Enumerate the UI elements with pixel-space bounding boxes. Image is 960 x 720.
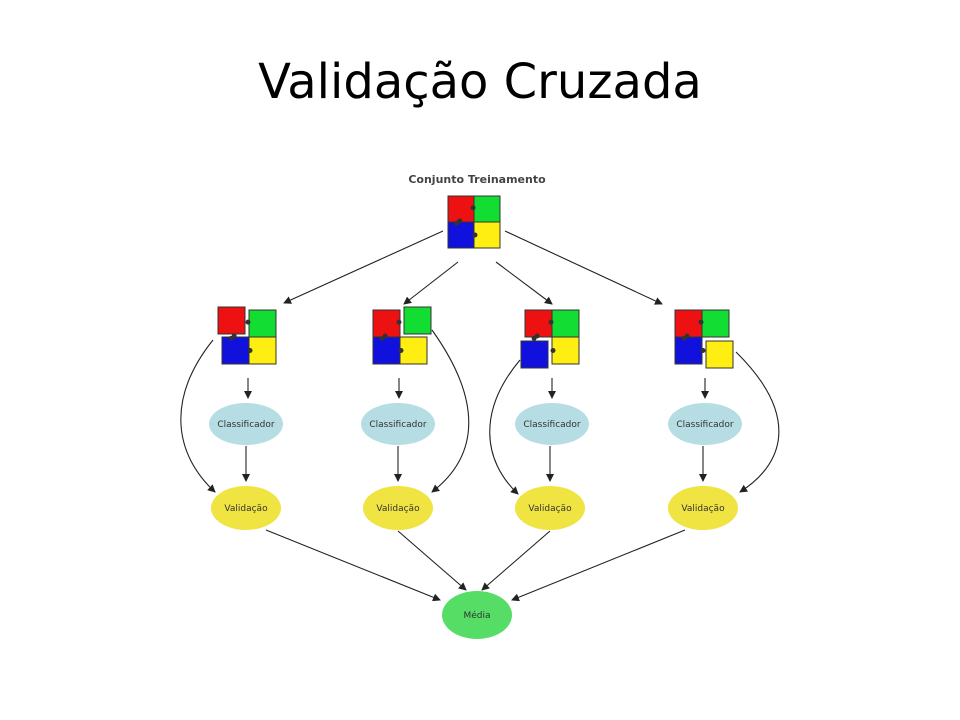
puzzle-piece-yellow xyxy=(399,336,428,365)
puzzle-piece-red xyxy=(372,309,401,338)
validation-label: Validação xyxy=(376,504,420,514)
result-node: Média xyxy=(442,591,512,639)
fold-puzzle-2 xyxy=(372,306,432,365)
edge-arrow xyxy=(431,329,470,493)
result-label: Média xyxy=(463,610,490,621)
puzzle-knob xyxy=(470,205,476,211)
validation-label: Validação xyxy=(224,504,268,514)
puzzle-piece-yellow xyxy=(551,336,580,365)
root-label: Conjunto Treinamento xyxy=(408,173,546,186)
validation-node: Validação xyxy=(515,486,585,530)
puzzle-knob xyxy=(700,348,706,353)
puzzle-piece-blue xyxy=(674,336,703,365)
puzzle-knob xyxy=(245,319,251,325)
puzzle-piece-green xyxy=(248,309,277,338)
puzzle-piece-green xyxy=(551,309,580,338)
edge-arrow xyxy=(489,359,521,495)
puzzle-piece-blue xyxy=(372,336,401,365)
puzzle-piece-blue xyxy=(221,336,250,365)
edge-arrow xyxy=(397,530,467,591)
puzzle-knob xyxy=(531,335,537,341)
fold-puzzle-3 xyxy=(520,309,580,369)
validation-node: Validação xyxy=(211,486,281,530)
validation-label: Validação xyxy=(528,504,572,514)
fold-puzzle-4 xyxy=(674,309,734,369)
edge-arrow xyxy=(495,261,553,305)
puzzle-piece-yellow xyxy=(705,340,734,369)
classifier-node: Classificador xyxy=(361,403,435,445)
fold-puzzle-1 xyxy=(217,306,277,365)
puzzle-knob xyxy=(472,232,478,238)
puzzle-piece-red xyxy=(447,195,475,223)
edge-arrow xyxy=(283,230,444,304)
puzzle-piece-blue xyxy=(447,221,475,249)
puzzle-knob xyxy=(247,348,253,353)
edge-arrow xyxy=(403,261,459,305)
puzzle-knob xyxy=(454,220,460,226)
edge-arrow xyxy=(504,230,663,305)
classifier-label: Classificador xyxy=(217,420,275,430)
edges xyxy=(180,230,780,602)
classifier-node: Classificador xyxy=(209,403,283,445)
puzzle-piece-red xyxy=(217,306,246,335)
puzzle-knob xyxy=(228,335,234,341)
classifier-label: Classificador xyxy=(523,420,581,430)
puzzle-knob xyxy=(548,319,554,325)
classifier-node: Classificador xyxy=(515,403,589,445)
classifier-label: Classificador xyxy=(676,420,734,430)
root-puzzle xyxy=(447,195,501,249)
puzzle-piece-green xyxy=(403,306,432,335)
edge-arrow xyxy=(481,530,551,591)
classifier-node: Classificador xyxy=(668,403,742,445)
edge-arrow xyxy=(265,529,441,602)
edge-arrow xyxy=(735,351,780,493)
classifier-label: Classificador xyxy=(369,420,427,430)
validation-label: Validação xyxy=(681,504,725,514)
puzzle-piece-blue xyxy=(520,340,549,369)
edge-arrow xyxy=(180,339,216,493)
puzzle-piece-yellow xyxy=(248,336,277,365)
puzzle-piece-green xyxy=(473,195,501,223)
puzzle-knob xyxy=(698,319,704,325)
puzzle-knob xyxy=(398,348,404,353)
puzzle-knob xyxy=(550,348,556,353)
puzzle-piece-green xyxy=(701,309,730,338)
validation-node: Validação xyxy=(668,486,738,530)
puzzle-piece-yellow xyxy=(473,221,501,249)
puzzles xyxy=(217,195,734,369)
slide-title: Validação Cruzada xyxy=(258,54,702,110)
puzzle-piece-red xyxy=(524,309,553,338)
validation-node: Validação xyxy=(363,486,433,530)
puzzle-knob xyxy=(681,335,687,341)
puzzle-knob xyxy=(379,335,385,341)
puzzle-knob xyxy=(396,319,402,325)
edge-arrow xyxy=(511,529,686,602)
puzzle-piece-red xyxy=(674,309,703,338)
